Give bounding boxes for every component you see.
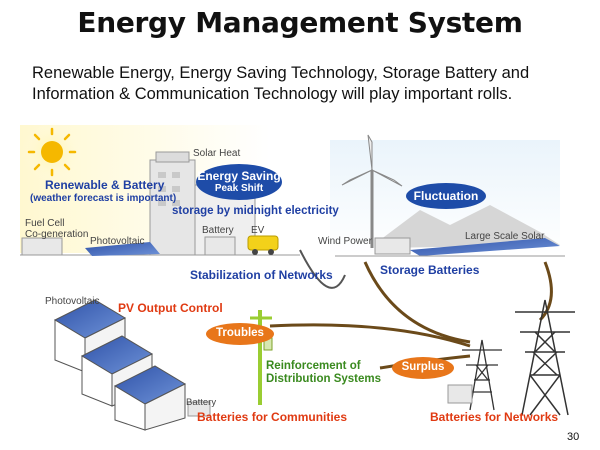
community-battery-unit <box>187 401 211 417</box>
peak-shift-label: Peak Shift <box>214 183 264 194</box>
surplus-label: Surplus <box>401 361 445 373</box>
troubles-bubble: Troubles <box>206 323 274 345</box>
storage-midnight-label: storage by midnight electricity <box>172 205 339 217</box>
fluctuation-bubble: Fluctuation <box>406 183 486 209</box>
house-icon-3 <box>113 365 187 431</box>
transmission-tower-icon-2 <box>515 299 575 416</box>
wind-turbine-icon <box>341 134 403 248</box>
renewable-battery-label: Renewable & Battery <box>45 178 165 192</box>
solar-heat-label: Solar Heat <box>193 148 241 159</box>
transmission-tower-icon-1 <box>462 339 502 411</box>
house-battery-unit <box>204 236 236 256</box>
weather-forecast-label: (weather forecast is important) <box>30 193 177 204</box>
stabilization-curve <box>299 249 346 289</box>
mountains <box>380 205 560 248</box>
storage-batteries-label: Storage Batteries <box>380 263 480 277</box>
reinforcement-label-line1: Reinforcement of <box>266 360 361 372</box>
cogeneration-label: Co-generation <box>25 229 89 240</box>
fuel-cell-label: Fuel Cell <box>25 218 65 229</box>
surplus-bubble: Surplus <box>392 357 454 379</box>
troubles-curve <box>269 323 471 348</box>
pv-output-control-label: PV Output Control <box>118 301 223 315</box>
page-subtitle: Renewable Energy, Energy Saving Technolo… <box>32 64 530 103</box>
large-scale-solar-label: Large Scale Solar <box>465 231 545 242</box>
community-battery-label: Battery <box>186 397 217 408</box>
troubles-label: Troubles <box>216 327 264 339</box>
ev-car-icon <box>247 235 279 255</box>
reinforcement-label-line2: Distribution Systems <box>266 373 382 385</box>
storage-building <box>374 237 411 255</box>
stabilization-label: Stabilization of Networks <box>190 268 333 282</box>
house-battery-label: Battery <box>202 225 234 236</box>
photovoltaic-left-label: Photovoltaic <box>45 296 100 307</box>
page-title: Energy Management System <box>77 6 523 39</box>
fluctuation-label: Fluctuation <box>413 189 479 203</box>
network-curve <box>538 261 553 322</box>
ev-label: EV <box>251 225 265 236</box>
energy-saving-bubble: Energy Saving Peak Shift <box>196 164 282 200</box>
photovoltaic-top-label: Photovoltaic <box>90 236 145 247</box>
energy-saving-label: Energy Saving <box>197 169 281 183</box>
page-number: 30 <box>567 431 580 443</box>
sun-icon <box>22 122 82 182</box>
batteries-networks-label: Batteries for Networks <box>430 410 559 424</box>
storage-curve <box>363 261 471 344</box>
batteries-communities-label: Batteries for Communities <box>197 410 348 424</box>
photovoltaic-panel-top <box>85 242 160 256</box>
wind-power-label: Wind Power <box>318 236 372 247</box>
network-battery-unit <box>447 384 473 404</box>
fuel-cell-unit <box>21 237 63 256</box>
large-scale-solar-panel <box>410 238 560 256</box>
